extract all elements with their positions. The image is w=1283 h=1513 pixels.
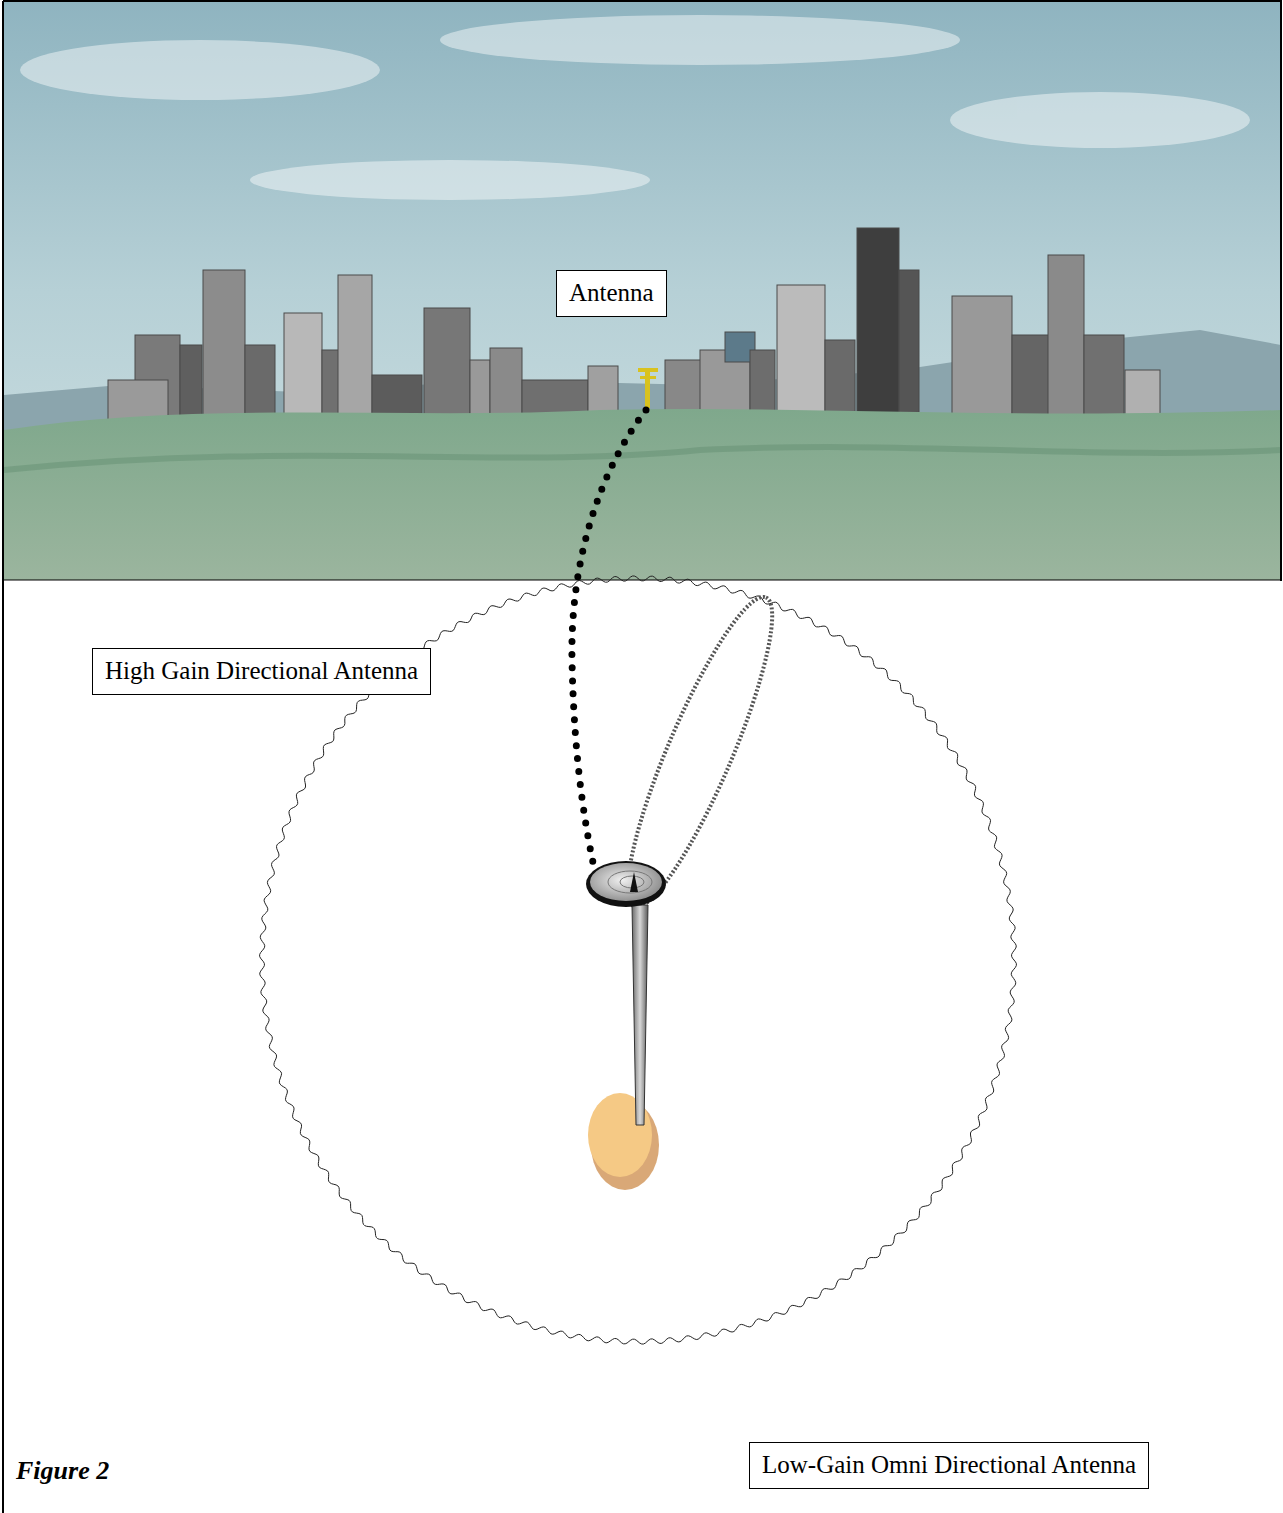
sky (4, 2, 1281, 580)
dotted-link (572, 410, 646, 885)
label-text: Antenna (569, 279, 654, 306)
figure-caption: Figure 2 (16, 1456, 109, 1486)
frame (3, 1, 1281, 1513)
dish-rim (586, 861, 666, 907)
dish (590, 863, 662, 901)
label-text: High Gain Directional Antenna (105, 657, 418, 684)
dish-ring (608, 871, 652, 893)
label-box: Low-Gain Omni Directional Antenna (749, 1442, 1149, 1489)
label-box: Antenna (556, 270, 667, 317)
antenna-mast (638, 368, 658, 408)
dish-feed (630, 872, 638, 892)
skyline (108, 228, 1160, 440)
clouds (20, 15, 1250, 200)
hill (4, 447, 1281, 470)
antenna-pole (632, 905, 648, 1125)
label-text: Low-Gain Omni Directional Antenna (762, 1451, 1136, 1478)
label-box: High Gain Directional Antenna (92, 648, 431, 695)
grass (4, 409, 1281, 580)
